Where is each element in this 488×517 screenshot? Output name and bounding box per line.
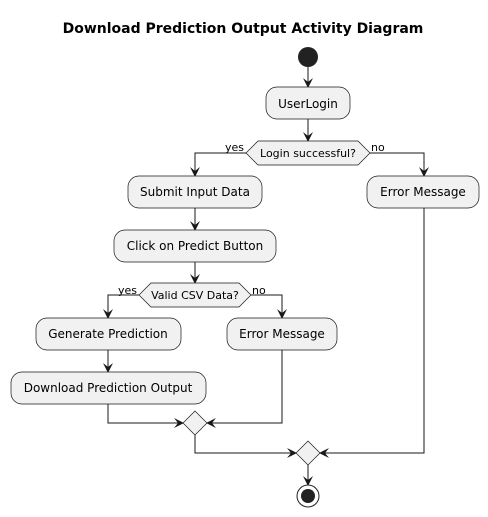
edge-login-yes bbox=[190, 152, 246, 177]
node-download-output-label: Download Prediction Output bbox=[24, 381, 193, 395]
node-error-csv: Error Message bbox=[226, 317, 338, 351]
node-error-csv-label: Error Message bbox=[239, 327, 325, 341]
decision-login-no-label: no bbox=[371, 141, 385, 154]
end-node bbox=[296, 484, 320, 508]
node-click-predict: Click on Predict Button bbox=[113, 229, 277, 263]
node-generate-prediction: Generate Prediction bbox=[35, 317, 182, 351]
node-user-login: UserLogin bbox=[265, 86, 351, 120]
edge-mergecsv-final bbox=[194, 435, 297, 458]
decision-login-yes-label: yes bbox=[225, 141, 244, 154]
edge-errorlogin-final bbox=[319, 208, 425, 458]
decision-login-question: Login successful? bbox=[260, 147, 356, 160]
node-download-output: Download Prediction Output bbox=[10, 371, 207, 405]
edge-errorcsv-merge bbox=[206, 350, 283, 428]
edge-csv-yes bbox=[103, 294, 139, 319]
decision-csv-no-label: no bbox=[252, 284, 266, 297]
node-submit-input: Submit Input Data bbox=[127, 175, 263, 209]
merge-final bbox=[295, 440, 321, 466]
node-generate-prediction-label: Generate Prediction bbox=[48, 327, 167, 341]
node-submit-input-label: Submit Input Data bbox=[140, 185, 250, 199]
node-user-login-label: UserLogin bbox=[278, 97, 338, 111]
node-error-login: Error Message bbox=[366, 175, 480, 209]
edge-login-no bbox=[370, 152, 429, 177]
decision-csv: Valid CSV Data? bbox=[138, 282, 252, 308]
node-click-predict-label: Click on Predict Button bbox=[127, 239, 264, 253]
merge-csv bbox=[182, 410, 208, 436]
start-node bbox=[298, 47, 318, 67]
node-error-login-label: Error Message bbox=[380, 185, 466, 199]
decision-csv-question: Valid CSV Data? bbox=[151, 289, 239, 302]
decision-csv-yes-label: yes bbox=[118, 284, 137, 297]
diagram-title: Download Prediction Output Activity Diag… bbox=[63, 21, 424, 37]
edge-download-merge bbox=[107, 404, 184, 428]
edge-csv-no bbox=[251, 294, 287, 319]
decision-login: Login successful? bbox=[245, 140, 371, 166]
